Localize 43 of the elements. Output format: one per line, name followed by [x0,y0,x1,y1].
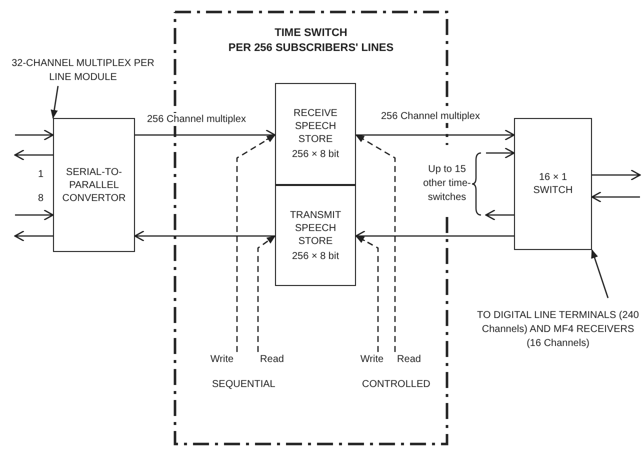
block-size: 256 × 8 bit [292,250,339,262]
control-arrow [355,134,396,352]
signal-arrow [485,209,514,221]
block-box [514,118,592,250]
block-box [53,118,135,252]
signal-arrow [14,149,53,161]
mode-label: CONTROLLED [362,378,430,391]
annotation-text: Read [260,353,284,367]
edge-label: 256 Channel multiplex [146,113,247,126]
line-number: 8 [38,192,44,205]
block-box [275,83,356,185]
annotation-text: 32-CHANNEL MULTIPLEX PER LINE MODULE [10,57,156,85]
annotation-text: Write [360,353,384,367]
annotation-text: TO DIGITAL LINE TERMINALS (240 Channels) AND MF4 RECEIVERS (16 Channels) [476,309,640,351]
block-box [275,185,356,286]
boundary-heading: TIME SWITCH [274,26,348,41]
leader-arrow [50,86,59,119]
control-arrow [257,235,276,352]
leader-arrow [591,249,609,298]
control-arrow [236,134,276,352]
edge-label: 256 Channel multiplex [380,110,481,123]
mode-label: SEQUENTIAL [212,378,276,391]
signal-arrow [592,169,641,181]
signal-arrow [15,209,54,221]
boundary-heading: PER 256 SUBSCRIBERS' LINES [228,41,394,56]
signal-arrow [591,191,640,203]
signal-arrow [356,129,515,141]
signal-arrow [135,129,276,141]
signal-arrow [15,129,54,141]
block-title: TRANSMIT SPEECH STORE [288,208,342,248]
block-title: RECEIVE SPEECH STORE [292,107,338,146]
annotation-text: Read [397,353,421,367]
line-number: 1 [38,168,44,181]
block-title: SERIAL-TO-PARALLEL CONVERTOR [61,166,127,204]
note-text: Up to 15 other time-switches [423,163,471,205]
signal-arrow [14,230,53,242]
signal-arrow [134,230,275,242]
control-arrow [355,235,379,352]
annotation-text: Write [210,353,234,367]
block-size: 256 × 8 bit [292,148,339,161]
signal-arrow [486,147,515,159]
signal-arrow [355,230,514,242]
block-title: 16 × 1 SWITCH [532,171,574,197]
